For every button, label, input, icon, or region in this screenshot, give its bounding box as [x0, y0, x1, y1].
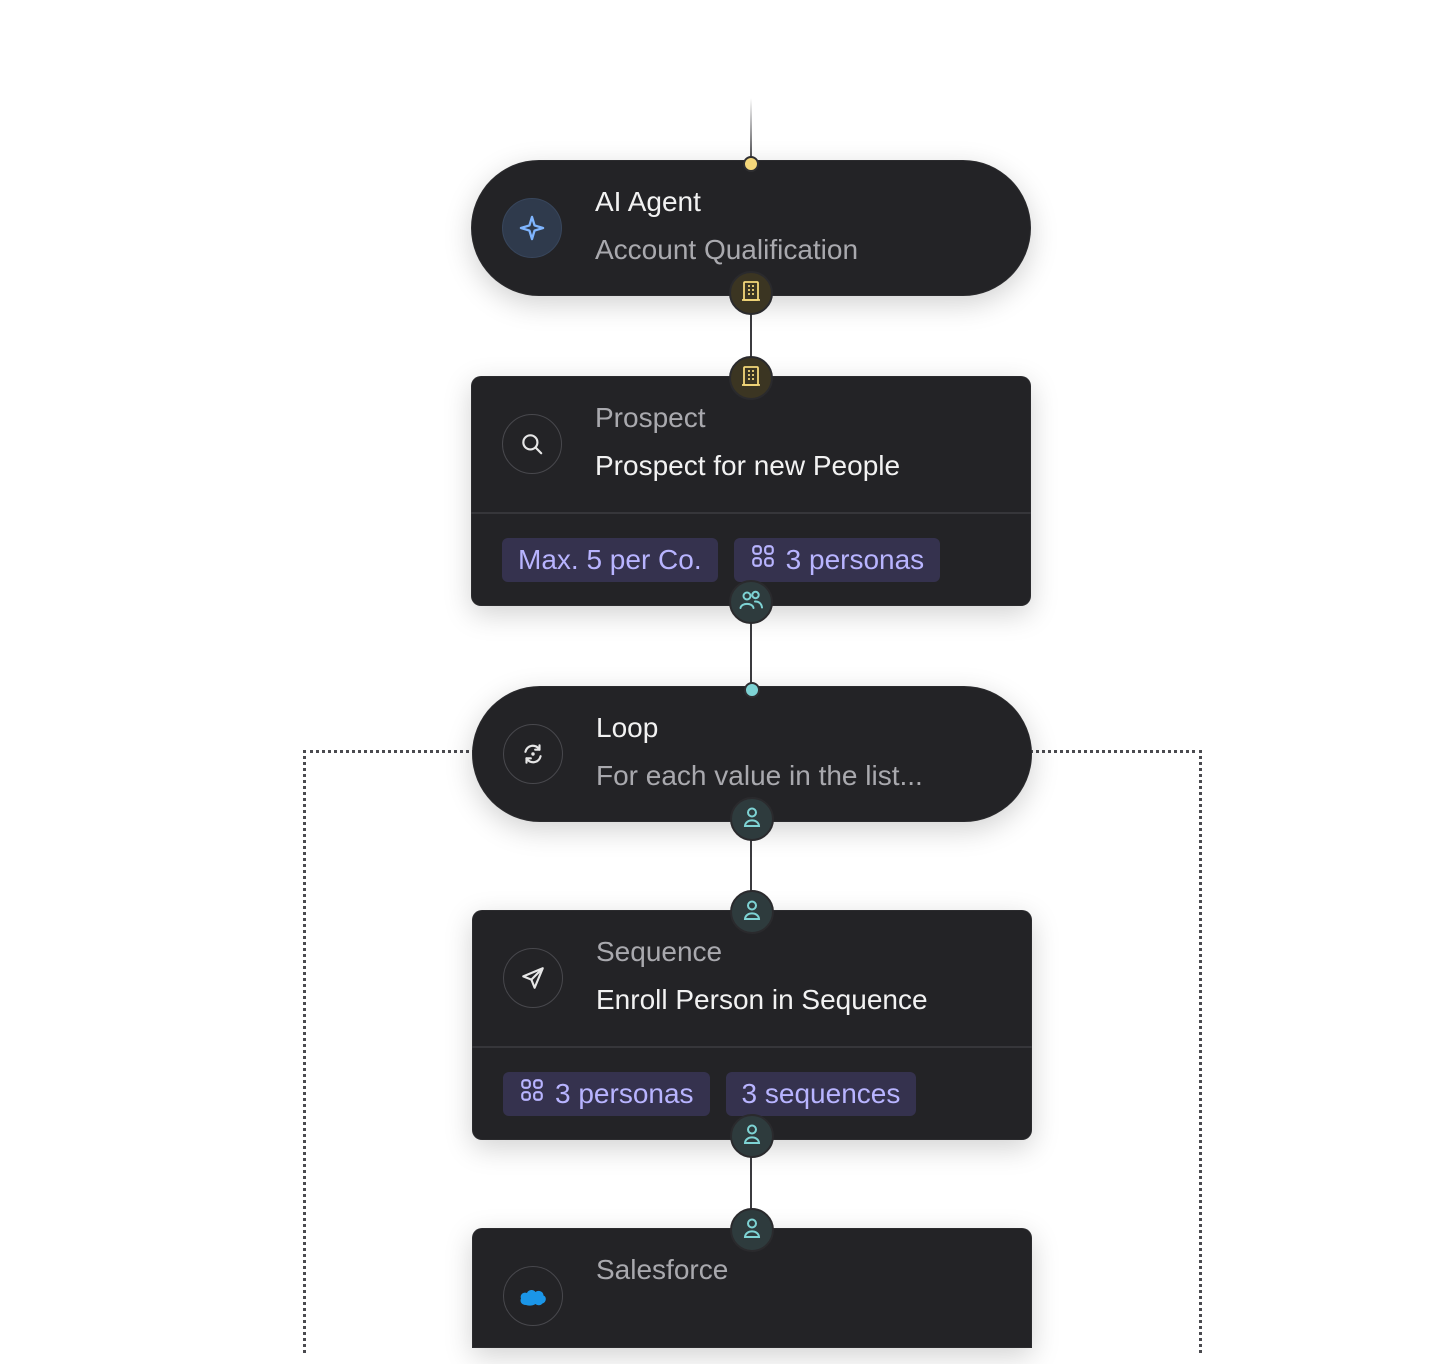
node-title: Loop — [596, 712, 659, 743]
node-title: Prospect — [595, 402, 706, 433]
node-subtitle: For each value in the list... — [596, 760, 923, 791]
prospect-node[interactable]: Prospect Prospect for new People Max. 5 … — [471, 376, 1031, 606]
users-icon — [737, 588, 765, 617]
grid-icon — [519, 1072, 545, 1116]
send-icon — [503, 948, 563, 1008]
node-subtitle: Prospect for new People — [595, 450, 901, 481]
connector-top — [750, 98, 752, 164]
grid-icon — [750, 538, 776, 582]
user-icon — [740, 1216, 764, 1245]
connector-loop-to-sequence — [750, 820, 752, 912]
connector-prospect-to-loop — [750, 604, 752, 690]
user-icon — [740, 898, 764, 927]
users-output-port[interactable] — [729, 580, 773, 624]
search-icon — [502, 414, 562, 474]
building-input-port[interactable] — [729, 356, 773, 400]
user-input-port[interactable] — [730, 890, 774, 934]
node-title: AI Agent — [595, 186, 701, 217]
node-title: Salesforce — [596, 1254, 729, 1285]
personas-chip[interactable]: 3 personas — [733, 538, 941, 582]
workflow-canvas: AI Agent Account Qualification Prospect … — [303, 98, 1202, 1353]
node-subtitle: Enroll Person in Sequence — [596, 984, 928, 1015]
node-subtitle: Account Qualification — [595, 234, 859, 265]
sequences-chip[interactable]: 3 sequences — [725, 1072, 917, 1116]
chip-label: 3 personas — [555, 1078, 694, 1109]
user-output-port[interactable] — [730, 1114, 774, 1158]
sparkle-icon — [502, 198, 562, 258]
input-port-dot[interactable] — [743, 156, 759, 172]
building-icon — [739, 364, 763, 393]
node-title: Sequence — [596, 936, 723, 967]
node-divider — [472, 1046, 1032, 1048]
user-input-port[interactable] — [730, 1208, 774, 1252]
user-icon — [740, 805, 764, 834]
building-icon — [739, 279, 763, 308]
building-output-port[interactable] — [729, 271, 773, 315]
sequence-node[interactable]: Sequence Enroll Person in Sequence 3 per… — [472, 910, 1032, 1140]
max-per-company-chip[interactable]: Max. 5 per Co. — [502, 538, 718, 582]
personas-chip[interactable]: 3 personas — [503, 1072, 710, 1116]
connector-ai-to-prospect — [750, 296, 752, 378]
salesforce-cloud-icon — [503, 1266, 563, 1326]
input-port-dot[interactable] — [744, 682, 760, 698]
user-output-port[interactable] — [730, 797, 774, 841]
node-divider — [471, 512, 1031, 514]
connector-sequence-to-salesforce — [750, 1138, 752, 1230]
chip-label: 3 sequences — [741, 1078, 901, 1109]
chip-label: 3 personas — [785, 544, 925, 575]
user-icon — [740, 1122, 764, 1151]
refresh-icon — [503, 724, 563, 784]
chip-label: Max. 5 per Co. — [518, 544, 702, 575]
